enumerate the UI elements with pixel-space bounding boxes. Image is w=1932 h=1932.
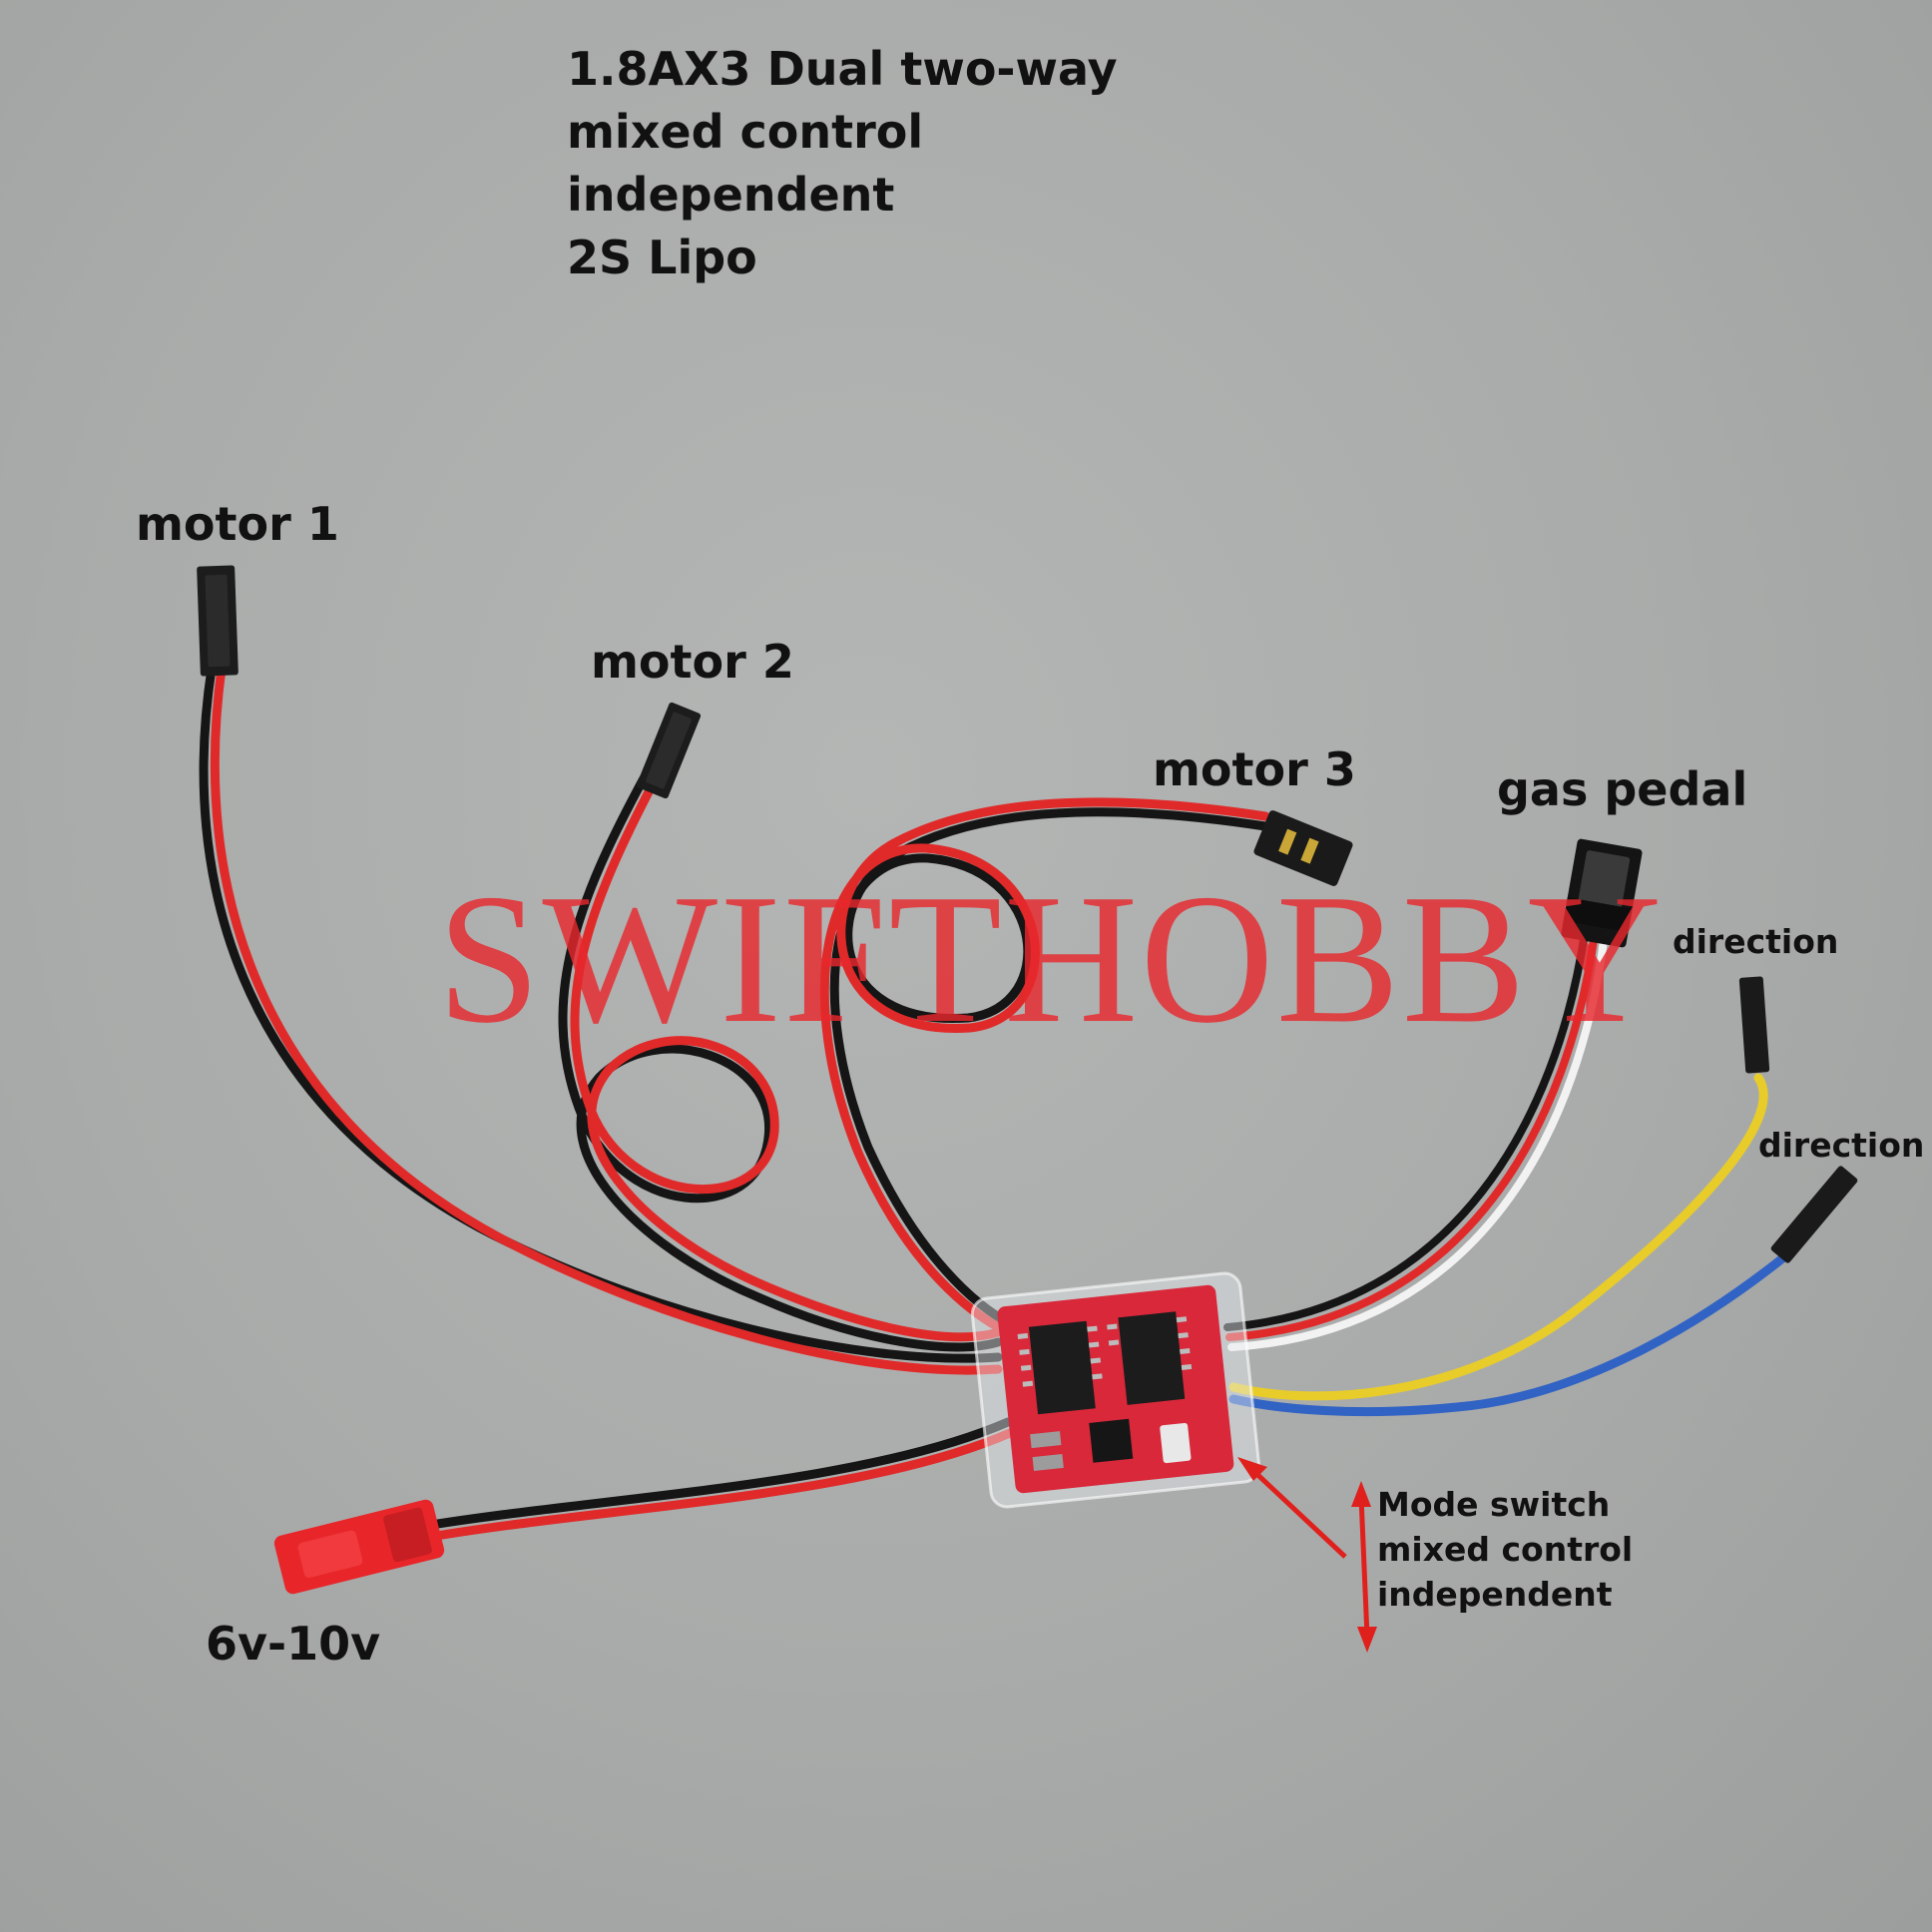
mode-note-line-2: mixed control	[1377, 1530, 1634, 1569]
mode-note-line-1: Mode switch	[1377, 1485, 1611, 1524]
direction-label-2: direction	[1758, 1126, 1925, 1165]
watermark: SWIFTHOBBY	[437, 856, 1665, 1062]
battery-jst-connector	[273, 1499, 445, 1595]
product-title: 1.8AX3 Dual two-way mixed control indepe…	[567, 38, 1118, 289]
gas-pedal-label: gas pedal	[1497, 762, 1748, 816]
direction-blue-connector	[1770, 1166, 1858, 1263]
motor1-wire	[199, 664, 1003, 1375]
title-line-1: 1.8AX3 Dual two-way	[567, 42, 1118, 96]
direction-yellow-connector	[1738, 976, 1770, 1074]
motor3-wire	[819, 797, 1270, 1337]
motor1-connector	[197, 565, 239, 677]
controller-board	[970, 1271, 1261, 1509]
motor2-wire	[558, 773, 1003, 1352]
motor3-connector	[1253, 810, 1353, 886]
title-line-3: independent	[567, 168, 895, 222]
direction-label-1: direction	[1673, 922, 1839, 961]
direction-yellow-wire	[1228, 1073, 1768, 1401]
motor3-label: motor 3	[1153, 742, 1356, 796]
title-line-4: 2S Lipo	[567, 231, 757, 284]
voltage-label: 6v-10v	[206, 1617, 381, 1671]
motor2-label: motor 2	[591, 635, 794, 689]
direction-blue-wire	[1228, 1250, 1791, 1417]
mode-note-line-3: independent	[1377, 1575, 1613, 1614]
motor2-connector	[636, 702, 702, 799]
gas-pedal-wire	[1223, 929, 1609, 1351]
battery-wire	[414, 1417, 1015, 1544]
gas-pedal-connector	[1561, 838, 1643, 948]
mode-switch-note: Mode switch mixed control independent	[1377, 1482, 1633, 1617]
mode-switch-arrows	[1237, 1457, 1377, 1653]
title-line-2: mixed control	[567, 105, 924, 159]
motor1-label: motor 1	[136, 497, 339, 551]
